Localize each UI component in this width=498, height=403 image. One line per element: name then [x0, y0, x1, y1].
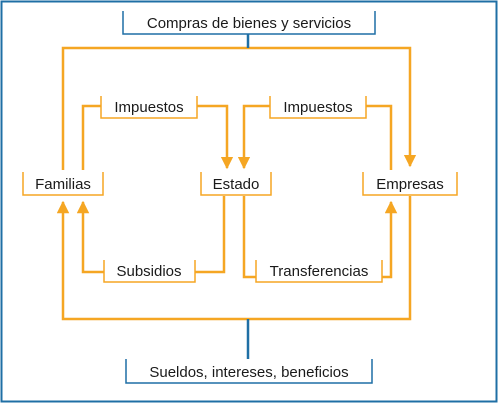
estado-label: Estado — [213, 176, 260, 193]
bottom-label-box: Sueldos, intereses, beneficios — [125, 359, 373, 384]
familias-label: Familias — [35, 176, 91, 193]
impuestos-right-label: Impuestos — [283, 99, 352, 116]
subsidios-box: Subsidios — [103, 260, 196, 283]
bottom-label: Sueldos, intereses, beneficios — [149, 364, 348, 381]
node-familias: Familias — [22, 172, 104, 196]
top-label-box: Compras de bienes y servicios — [122, 11, 376, 35]
transferencias-label: Transferencias — [270, 263, 369, 280]
flow-compras — [61, 46, 417, 170]
flow-sueldos — [56, 196, 412, 321]
node-estado: Estado — [200, 172, 272, 196]
transferencias-box: Transferencias — [255, 260, 383, 283]
impuestos-left-label: Impuestos — [114, 99, 183, 116]
empresas-label: Empresas — [376, 176, 444, 193]
subsidios-label: Subsidios — [116, 263, 181, 280]
top-label: Compras de bienes y servicios — [147, 15, 351, 32]
flow-lines — [56, 46, 417, 321]
impuestos-left-box: Impuestos — [100, 96, 198, 119]
impuestos-right-box: Impuestos — [269, 96, 367, 119]
node-empresas: Empresas — [362, 172, 458, 196]
